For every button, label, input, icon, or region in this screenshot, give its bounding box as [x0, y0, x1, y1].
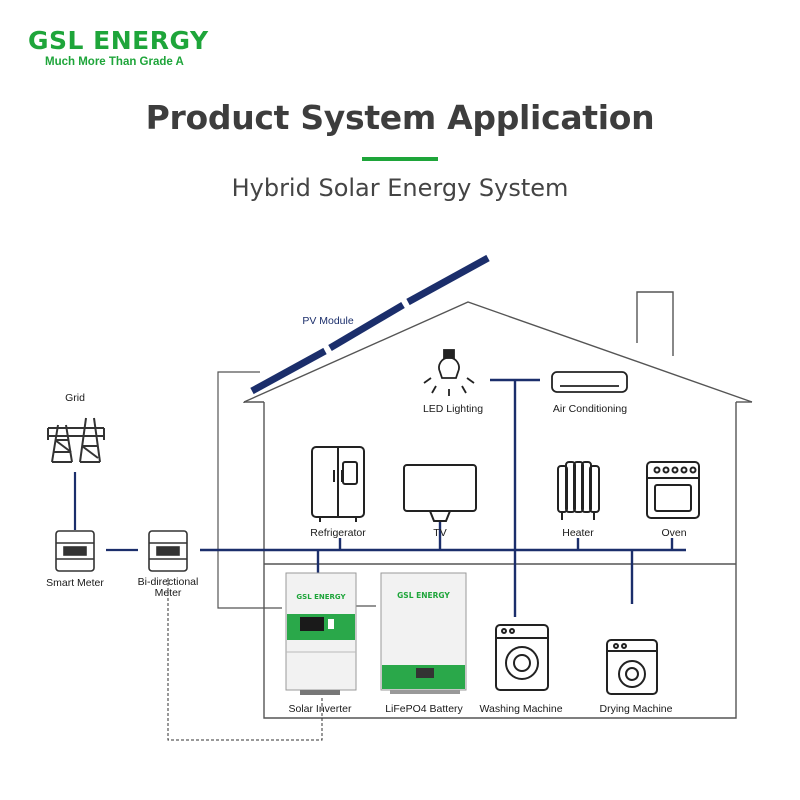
brand-tagline: Much More Than Grade A [45, 56, 184, 68]
oven-label: Oven [661, 527, 687, 539]
washing-machine-icon [495, 624, 549, 691]
heater-icon [557, 461, 600, 520]
title-divider [362, 157, 438, 161]
grid-tower-icon [47, 417, 105, 463]
oven-icon [646, 461, 700, 519]
tv-label: TV [433, 527, 447, 539]
drying-machine-label: Drying Machine [599, 703, 673, 715]
dryer-icon [606, 639, 658, 695]
battery-brand: GSL ENERGY [397, 591, 450, 600]
bidirectional-meter-label-1: Bi-directional [137, 576, 199, 588]
solar-panel-icon [250, 254, 490, 395]
lifepo4-battery-label: LiFePO4 Battery [385, 703, 463, 715]
pv-module-label: PV Module [302, 315, 354, 327]
heater-label: Heater [562, 527, 594, 539]
bulb-icon [423, 349, 475, 396]
solar-inverter-label: Solar Inverter [288, 703, 352, 715]
grid-label: Grid [65, 392, 85, 404]
tv-icon [403, 464, 477, 522]
inverter-brand: GSL ENERGY [296, 593, 346, 601]
refrigerator-icon [311, 446, 365, 522]
refrigerator-label: Refrigerator [310, 527, 366, 539]
pv-wire [217, 371, 282, 609]
ac-bus-lines [200, 378, 686, 617]
page-title: Product System Application [145, 98, 655, 137]
meter-icon [55, 530, 95, 572]
air-conditioner-icon [551, 371, 628, 393]
meter-icon [148, 530, 188, 572]
battery-icon [380, 572, 467, 694]
led-lighting-label: LED Lighting [422, 403, 484, 415]
air-conditioning-label: Air Conditioning [552, 403, 628, 415]
page-subtitle: Hybrid Solar Energy System [231, 174, 569, 202]
brand-logo-text: GSL ENERGY [28, 26, 209, 55]
communication-wire [167, 578, 323, 741]
inverter-icon [285, 572, 357, 695]
smart-meter-label: Smart Meter [46, 577, 104, 589]
bidirectional-meter-label-2: Meter [154, 587, 182, 599]
washing-machine-label: Washing Machine [479, 703, 563, 715]
house-outline [243, 291, 753, 719]
